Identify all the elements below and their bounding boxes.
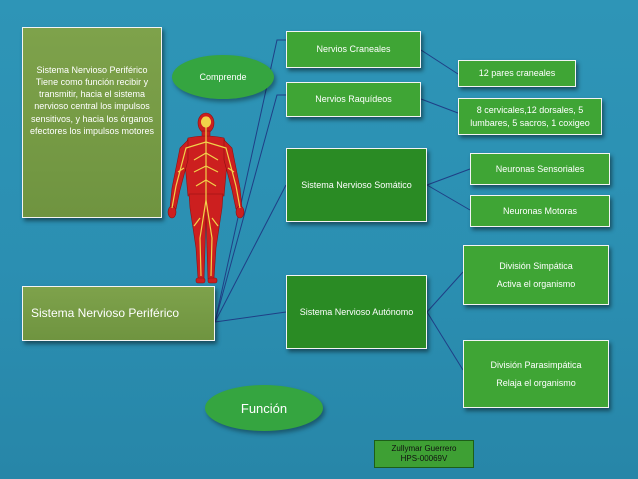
neuronas-sensoriales-box: Neuronas Sensoriales: [470, 153, 610, 185]
nervios-raquideos-text: Nervios Raquídeos: [315, 94, 392, 105]
funcion-oval: Función: [205, 385, 323, 431]
division-simpatica-box: División Simpática Activa el organismo: [463, 245, 609, 305]
autonomo-box: Sistema Nervioso Autónomo: [286, 275, 427, 349]
raquideos-detail-text: 8 cervicales,12 dorsales, 5 lumbares, 5 …: [470, 105, 590, 128]
connector-somatico-motoras: [426, 184, 471, 211]
autonomo-text: Sistema Nervioso Autónomo: [299, 306, 414, 317]
neuronas-sensoriales-text: Neuronas Sensoriales: [495, 163, 585, 174]
connector-autonomo-simpatica: [426, 271, 464, 313]
connector-main-autonomo: [214, 311, 287, 323]
connector-main-somatico: [214, 184, 287, 323]
connector-raquideos-detail: [420, 98, 459, 114]
craneales-detail-box: 12 pares craneales: [458, 60, 576, 87]
neuronas-motoras-text: Neuronas Motoras: [502, 205, 578, 216]
comprende-text: Comprende: [199, 72, 247, 82]
division-parasimpatica-title: División Parasimpática: [490, 359, 582, 370]
connector-autonomo-parasimpatica: [426, 311, 464, 371]
nervios-craneales-box: Nervios Craneales: [286, 31, 421, 68]
connector-somatico-sensoriales: [426, 168, 471, 186]
nervios-raquideos-box: Nervios Raquídeos: [286, 82, 421, 117]
author-box: Zullymar Guerrero HPS-00069V: [374, 440, 474, 468]
division-parasimpatica-desc: Relaja el organismo: [496, 378, 576, 388]
division-parasimpatica-box: División Parasimpática Relaja el organis…: [463, 340, 609, 408]
author-id: HPS-00069V: [400, 454, 448, 463]
main-box: Sistema Nervioso Periférico: [22, 286, 215, 341]
human-figure-icon: [167, 112, 245, 284]
neuronas-motoras-box: Neuronas Motoras: [470, 195, 610, 227]
comprende-oval: Comprende: [172, 55, 274, 99]
author-name: Zullymar Guerrero: [391, 444, 457, 453]
division-simpatica-desc: Activa el organismo: [496, 279, 576, 289]
somatico-text: Sistema Nervioso Somático: [301, 179, 412, 190]
connector-main-raquideos: [214, 94, 286, 323]
craneales-detail-text: 12 pares craneales: [478, 68, 556, 79]
description-box: Sistema Nervioso Periférico Tiene como f…: [22, 27, 162, 218]
description-text: Sistema Nervioso Periférico Tiene como f…: [29, 65, 155, 136]
main-box-text: Sistema Nervioso Periférico: [31, 306, 180, 321]
somatico-box: Sistema Nervioso Somático: [286, 148, 427, 222]
division-simpatica-title: División Simpática: [499, 260, 573, 271]
connector-main-craneales: [214, 39, 286, 323]
raquideos-detail-box: 8 cervicales,12 dorsales, 5 lumbares, 5 …: [458, 98, 602, 135]
funcion-text: Función: [240, 400, 288, 416]
connector-craneales-detail: [420, 49, 459, 75]
nervios-craneales-text: Nervios Craneales: [316, 44, 391, 55]
